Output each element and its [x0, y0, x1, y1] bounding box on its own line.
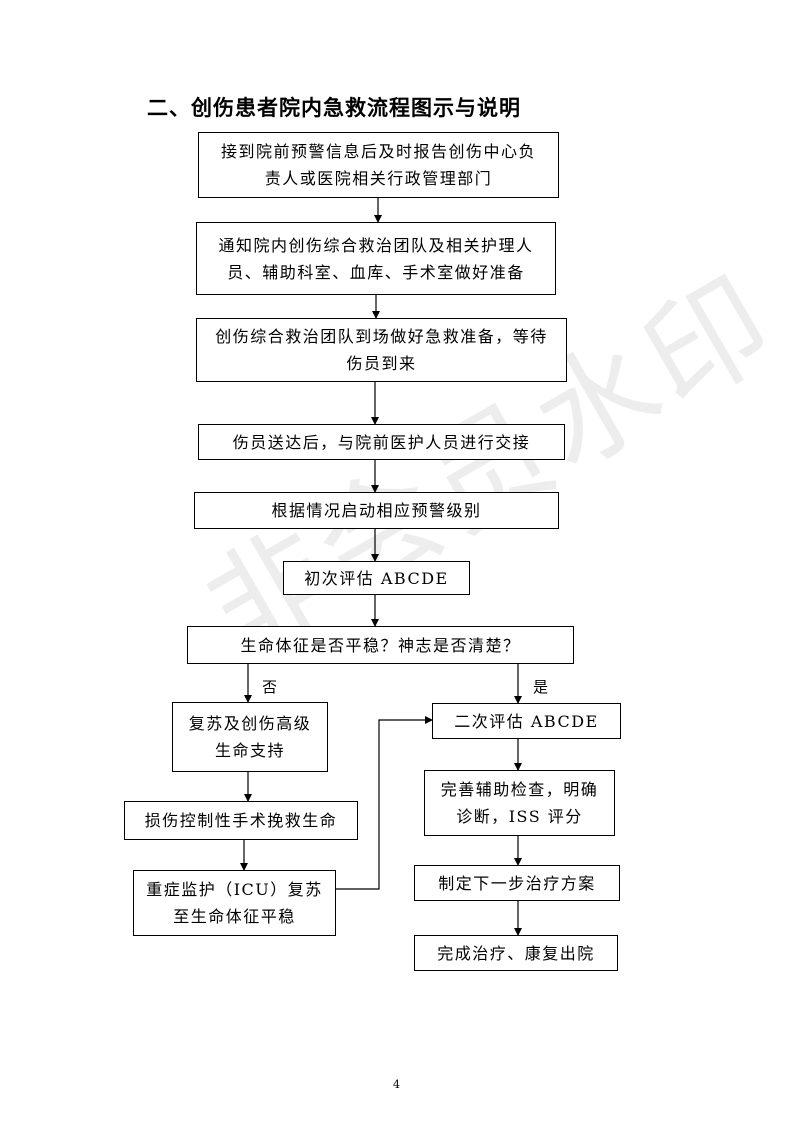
step-damage-control-surgery: 损伤控制性手术挽救生命	[124, 801, 358, 840]
step-icu-resuscitation: 重症监护（ICU）复苏 至生命体征平稳	[133, 870, 336, 936]
step-patient-handover: 伤员送达后，与院前医护人员进行交接	[198, 424, 565, 460]
step-resuscitation-atls: 复苏及创伤高级 生命支持	[172, 702, 328, 772]
page-heading: 二、创伤患者院内急救流程图示与说明	[147, 96, 521, 120]
step-treatment-plan: 制定下一步治疗方案	[414, 865, 620, 901]
decision-vitals-stable: 生命体征是否平稳？神志是否清楚？	[187, 626, 574, 664]
page-number: 4	[393, 1078, 400, 1091]
step-notify-trauma-team: 通知院内创伤综合救治团队及相关护理人 员、辅助科室、血库、手术室做好准备	[196, 222, 556, 295]
step-primary-assessment: 初次评估 ABCDE	[283, 561, 470, 595]
label-yes: 是	[533, 678, 549, 696]
step-team-prepare: 创伤综合救治团队到场做好急救准备，等待 伤员到来	[196, 318, 567, 382]
label-no: 否	[262, 678, 278, 696]
step-secondary-assessment: 二次评估 ABCDE	[432, 703, 621, 739]
step-receive-prehospital-alert: 接到院前预警信息后及时报告创伤中心负 责人或医院相关行政管理部门	[198, 132, 559, 198]
step-auxiliary-exam-iss: 完善辅助检查，明确 诊断，ISS 评分	[424, 770, 615, 836]
step-activate-alert-level: 根据情况启动相应预警级别	[194, 492, 559, 529]
arrow-l3-r1	[336, 716, 433, 890]
step-discharge: 完成治疗、康复出院	[414, 935, 618, 971]
